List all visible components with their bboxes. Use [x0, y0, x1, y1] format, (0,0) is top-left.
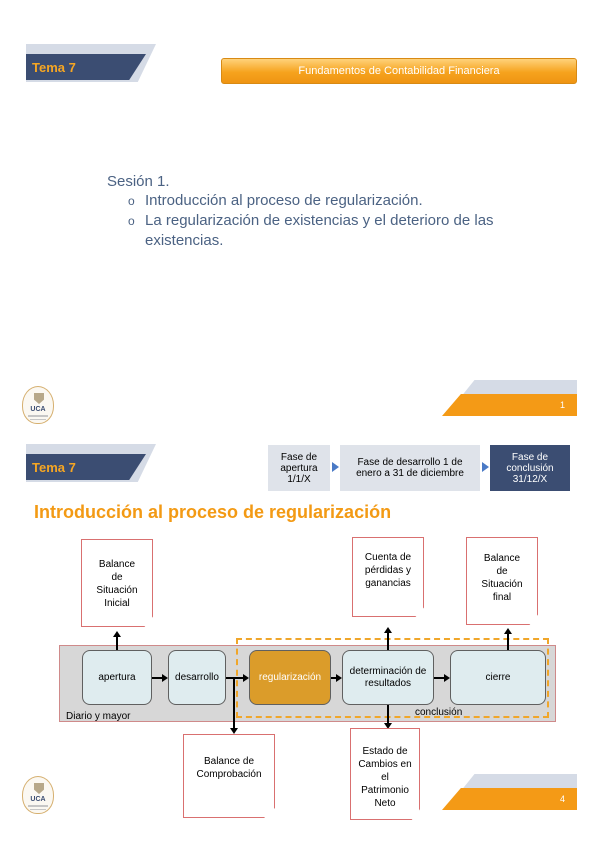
slide-1: Tema 7 Fundamentos de Contabilidad Finan…: [22, 44, 577, 424]
label-conclusion: conclusión: [415, 707, 463, 718]
arrow-right-icon: [162, 674, 168, 682]
node-regularizacion: regularización: [249, 650, 331, 705]
phase-conclusion: Fase de conclusión 31/12/X: [490, 445, 570, 491]
arrow-up-icon: [504, 628, 512, 634]
doc-balance-final: Balance de Situación final: [466, 537, 538, 625]
arrow-right-icon: [482, 462, 489, 472]
node-cierre: cierre: [450, 650, 546, 705]
page-number-tab: 4: [442, 774, 577, 814]
page-number-tab: 1: [442, 380, 577, 420]
crest-icon: [34, 783, 44, 794]
tema-label: Tema 7: [32, 460, 76, 475]
university-logo: UCA: [22, 776, 54, 814]
arrow-right-icon: [336, 674, 342, 682]
arrow-down-icon: [230, 728, 238, 734]
doc-estado-cambios: Estado de Cambios en el Patrimonio Neto: [350, 728, 420, 820]
university-logo: UCA: [22, 386, 54, 424]
arrow-right-icon: [444, 674, 450, 682]
arrow-up-icon: [384, 627, 392, 633]
tema-label: Tema 7: [32, 60, 76, 75]
session-heading: Sesión 1.: [107, 173, 170, 190]
bullet-marker: o: [128, 194, 135, 208]
arrow-right-icon: [243, 674, 249, 682]
bullet-marker: o: [128, 214, 135, 228]
doc-balance-comprobacion: Balance de Comprobación: [183, 734, 275, 818]
label-diario-mayor: Diario y mayor: [66, 711, 131, 722]
node-apertura: apertura: [82, 650, 152, 705]
node-desarrollo: desarrollo: [168, 650, 226, 705]
doc-cuenta-pyg: Cuenta de pérdidas y ganancias: [352, 537, 424, 617]
slide-2: Tema 7 Fase de apertura 1/1/X Fase de de…: [0, 424, 599, 848]
arrow-down-icon: [384, 723, 392, 729]
page-number: 4: [559, 794, 565, 804]
phase-desarrollo: Fase de desarrollo 1 de enero a 31 de di…: [340, 445, 480, 491]
tema-banner: Tema 7: [26, 444, 158, 484]
phase-apertura: Fase de apertura 1/1/X: [268, 445, 330, 491]
node-determinacion: determinación de resultados: [342, 650, 434, 705]
slide-title: Introducción al proceso de regularizació…: [34, 502, 392, 522]
course-title-bar: Fundamentos de Contabilidad Financiera: [221, 58, 577, 84]
page-number: 1: [559, 400, 565, 410]
doc-balance-inicial: Balance de Situación Inicial: [81, 539, 153, 627]
arrow-right-icon: [332, 462, 339, 472]
crest-icon: [34, 393, 44, 404]
tema-banner: Tema 7: [26, 44, 158, 84]
arrow-up-icon: [113, 631, 121, 637]
